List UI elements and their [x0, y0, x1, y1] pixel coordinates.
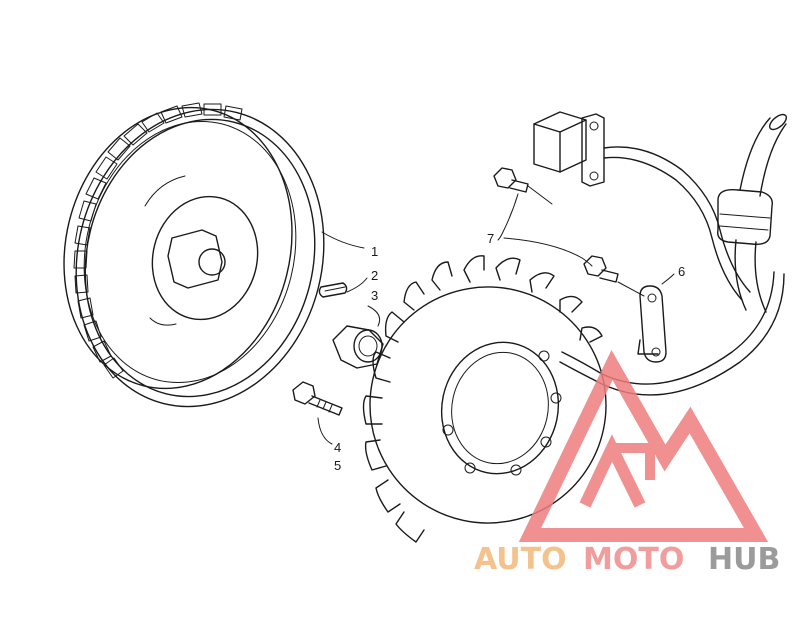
callout-2: 2 — [371, 268, 378, 283]
screw-lower — [583, 255, 645, 297]
flywheel — [63, 102, 325, 408]
wire-harness — [533, 111, 788, 313]
watermark-moto: MOTO — [583, 542, 684, 577]
watermark-hub: HUB — [708, 542, 780, 577]
woodruff-key — [318, 282, 348, 298]
stator-bolt — [292, 381, 343, 416]
watermark-triangle-logo — [518, 349, 769, 542]
callout-1: 1 — [371, 244, 378, 259]
callout-3: 3 — [371, 288, 378, 303]
callout-7: 7 — [487, 231, 494, 246]
callout-6: 6 — [678, 264, 685, 279]
callout-4: 4 — [334, 440, 341, 455]
watermark-auto: AUTO — [474, 542, 567, 577]
leader-lines — [317, 193, 675, 445]
clamp-bracket — [637, 285, 667, 363]
callouts: 1 2 3 4 5 6 7 — [334, 231, 685, 473]
flywheel-nut — [332, 325, 384, 369]
screw-upper — [493, 167, 553, 205]
stator — [362, 255, 785, 543]
automotohub-watermark: AUTO MOTO HUB — [474, 349, 780, 577]
callout-5: 5 — [334, 458, 341, 473]
